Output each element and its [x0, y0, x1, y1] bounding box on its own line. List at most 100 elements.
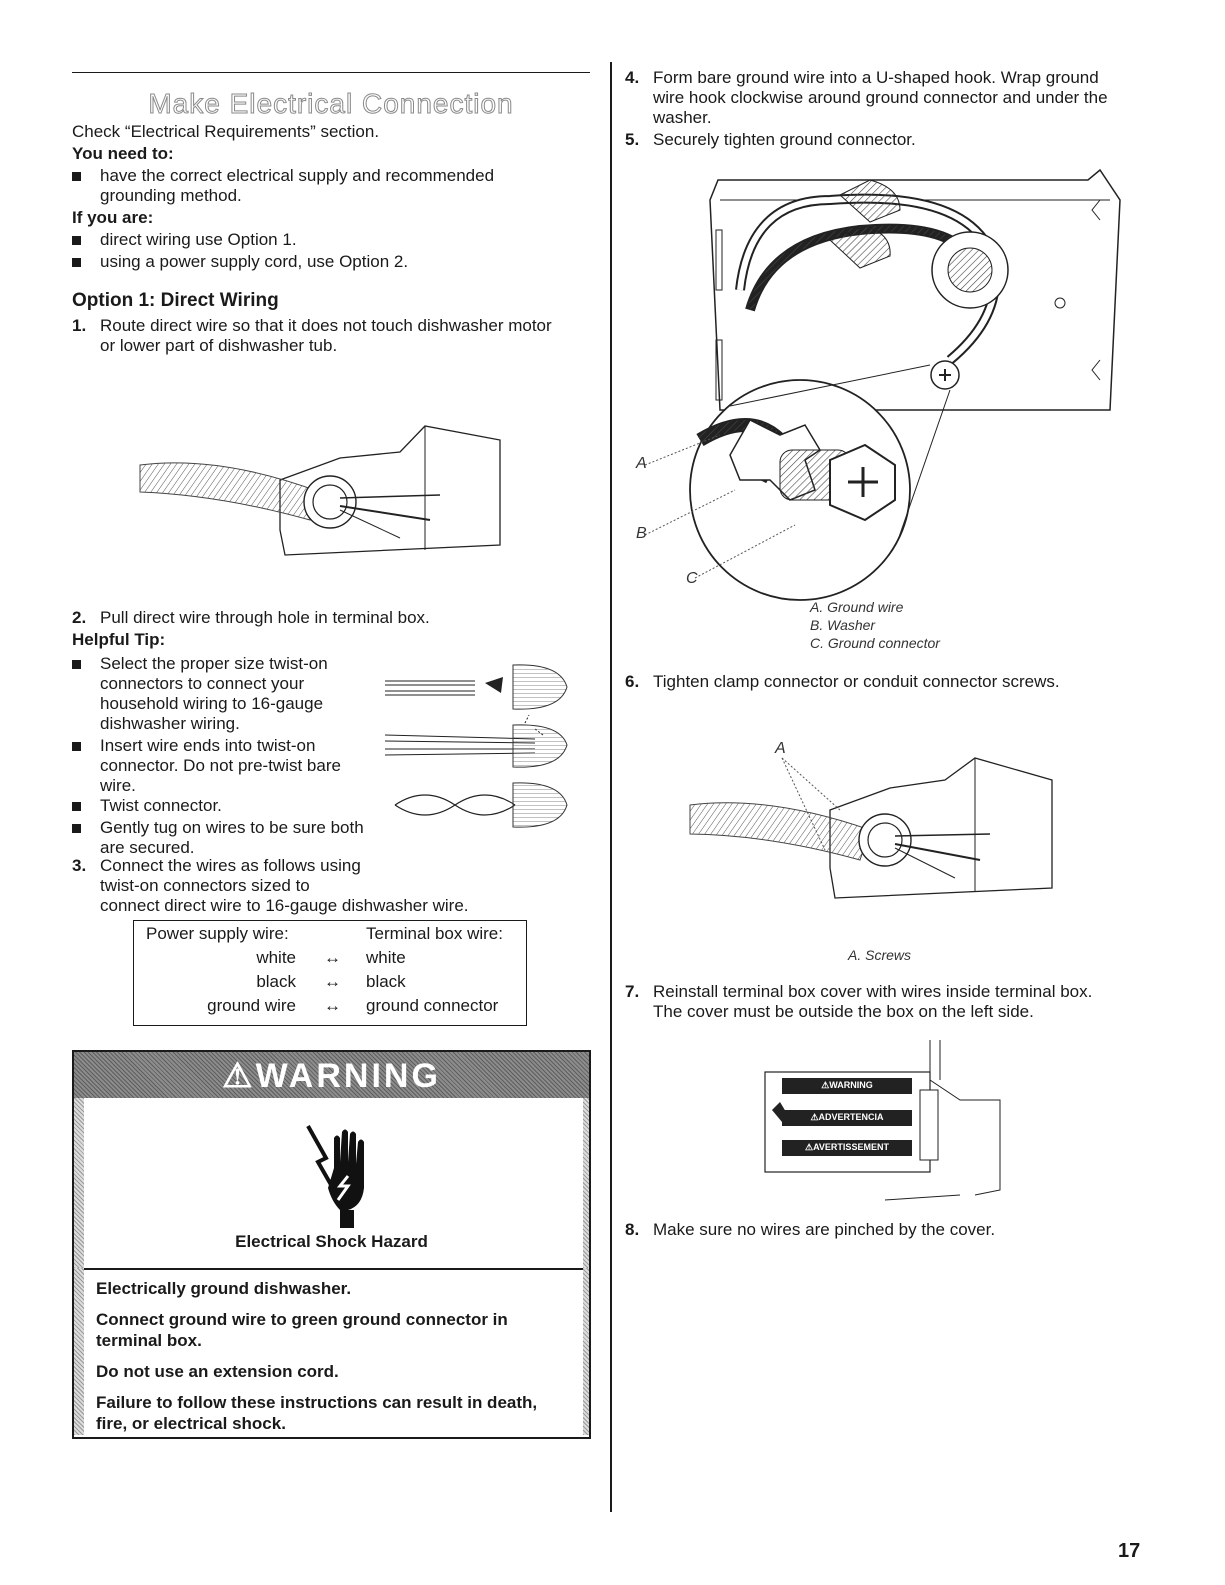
step-number: 7.	[625, 982, 640, 1001]
double-arrow-icon: ↔	[324, 996, 341, 1015]
tip-1-line: Select the proper size twist-on	[100, 654, 328, 673]
warning-line: Electrically ground dishwasher.	[96, 1279, 352, 1298]
tip-4-line: Gently tug on wires to be sure both	[100, 818, 364, 837]
if-you-are-item-2: using a power supply cord, use Option 2.	[100, 252, 409, 271]
cover-avertissement-label: ⚠AVERTISSEMENT	[805, 1142, 889, 1152]
section-title: Make Electrical Connection	[148, 88, 514, 120]
tip-3-line: Twist connector.	[100, 796, 222, 815]
warning-line: Connect ground wire to green ground conn…	[96, 1310, 508, 1329]
step-4-line-3: washer.	[653, 108, 712, 127]
warning-header: ⚠WARNING	[74, 1052, 589, 1098]
step-number: 2.	[72, 608, 87, 627]
ground-connector-illustration	[644, 168, 1121, 601]
tip-bullet-1: Select the proper size twist-on connecto…	[72, 654, 328, 734]
warning-line: Failure to follow these instructions can…	[96, 1393, 538, 1412]
step-4-line-2: wire hook clockwise around ground connec…	[653, 88, 1108, 107]
step-3: 3. Connect the wires as follows using twi…	[72, 856, 469, 916]
step-number: 5.	[625, 130, 640, 149]
helpful-tip-heading: Helpful Tip:	[72, 630, 166, 649]
step-3-line-3: connect direct wire to 16-gauge dishwash…	[100, 896, 469, 915]
if-you-are-item-1: direct wiring use Option 1.	[100, 230, 297, 249]
terminal-box-cover-illustration	[764, 1040, 1001, 1201]
label-a: A	[775, 740, 786, 757]
column-divider	[610, 62, 612, 1512]
warning-line: fire, or electrical shock.	[96, 1414, 286, 1433]
hatch-edge	[583, 1268, 589, 1435]
step-number: 6.	[625, 672, 640, 691]
step-7-line-2: The cover must be outside the box on the…	[653, 1002, 1034, 1021]
bullet-icon	[72, 258, 81, 267]
step-number: 1.	[72, 316, 87, 335]
double-arrow-icon: ↔	[324, 948, 341, 967]
you-need-line-1: have the correct electrical supply and r…	[100, 166, 495, 185]
title-rule	[72, 72, 590, 73]
step-3-line-1: Connect the wires as follows using	[100, 856, 361, 875]
electric-shock-hand-icon	[306, 1125, 364, 1228]
bullet-icon	[72, 824, 81, 833]
you-need-line-2: grounding method.	[100, 186, 242, 205]
hazard-title: Electrical Shock Hazard	[235, 1232, 428, 1251]
if-you-are-heading: If you are:	[72, 208, 154, 227]
caption-line: A. Ground wire	[810, 599, 904, 615]
step-3-line-2: twist-on connectors sized to	[100, 876, 310, 895]
bullet-icon	[72, 236, 81, 245]
tip-bullet-4: Gently tug on wires to be sure both are …	[72, 818, 364, 858]
table-cell: black	[256, 972, 296, 991]
tip-2-line: Insert wire ends into twist-on	[100, 736, 316, 755]
table-cell: ground wire	[207, 996, 296, 1015]
table-header-power: Power supply wire:	[146, 924, 289, 943]
step-number: 3.	[72, 856, 87, 875]
tip-bullet-2: Insert wire ends into twist-on connector…	[72, 736, 341, 796]
table-cell: white	[256, 948, 296, 967]
warning-icon-area	[74, 1098, 589, 1270]
you-need-heading: You need to:	[72, 144, 174, 163]
tip-1-line: connectors to connect your	[100, 674, 305, 693]
caption-line: C. Ground connector	[810, 635, 940, 651]
intro-text: Check “Electrical Requirements” section.	[72, 122, 380, 141]
warning-title: ⚠WARNING	[222, 1057, 441, 1095]
step-7: 7. Reinstall terminal box cover with wire…	[625, 982, 1092, 1022]
tip-bullet-3: Twist connector.	[72, 796, 222, 816]
bullet-icon	[72, 742, 81, 751]
step-2: 2.Pull direct wire through hole in termi…	[72, 608, 430, 628]
caption-line: B. Washer	[810, 617, 876, 633]
step-1-line-2: or lower part of dishwasher tub.	[100, 336, 338, 355]
hatch-edge	[74, 1098, 84, 1268]
step-number: 4.	[625, 68, 640, 87]
warning-line: terminal box.	[96, 1331, 202, 1350]
twist-connector-illustrations	[384, 664, 568, 828]
step-4: 4. Form bare ground wire into a U-shaped …	[625, 68, 1155, 128]
warning-line: Do not use an extension cord.	[96, 1362, 339, 1381]
table-cell: white	[366, 948, 406, 967]
table-cell: ground connector	[366, 996, 499, 1015]
step-1-line-1: Route direct wire so that it does not to…	[100, 316, 552, 335]
hatch-edge	[74, 1268, 84, 1435]
tip-2-line: wire.	[100, 776, 136, 795]
you-need-bullet: have the correct electrical supply and r…	[72, 166, 494, 206]
step-7-line-1: Reinstall terminal box cover with wires …	[653, 982, 1093, 1001]
warning-body: Electrically ground dishwasher. Connect …	[96, 1278, 566, 1434]
screws-caption: A. Screws	[848, 947, 912, 963]
step-8: 8.Make sure no wires are pinched by the …	[625, 1220, 995, 1240]
step-6: 6. Tighten clamp connector or conduit con…	[625, 672, 1060, 692]
hatch-edge	[583, 1098, 589, 1268]
label-b: B	[636, 525, 647, 542]
step-5: 5. Securely tighten ground connector.	[625, 130, 916, 150]
tip-1-line: dishwasher wiring.	[100, 714, 240, 733]
ground-captions: A. Ground wire B. Washer C. Ground conne…	[810, 598, 940, 652]
cover-warning-label: ⚠WARNING	[821, 1080, 873, 1090]
wire-connection-table: Power supply wire: Terminal box wire: wh…	[133, 920, 527, 1026]
option1-heading: Option 1: Direct Wiring	[72, 290, 279, 311]
step-5-text: Securely tighten ground connector.	[653, 130, 916, 149]
step-1: 1. Route direct wire so that it does not …	[72, 316, 592, 356]
tip-2-line: connector. Do not pre-twist bare	[100, 756, 341, 775]
label-c: C	[686, 570, 698, 587]
step-6-text: Tighten clamp connector or conduit conne…	[653, 672, 1060, 691]
if-you-are-bullet-2: using a power supply cord, use Option 2.	[72, 252, 408, 272]
bullet-icon	[72, 802, 81, 811]
double-arrow-icon: ↔	[324, 972, 341, 991]
step-8-text: Make sure no wires are pinched by the co…	[653, 1220, 996, 1239]
bullet-icon	[72, 172, 81, 181]
tip-4-line: are secured.	[100, 838, 195, 857]
step-4-line-1: Form bare ground wire into a U-shaped ho…	[653, 68, 1099, 87]
